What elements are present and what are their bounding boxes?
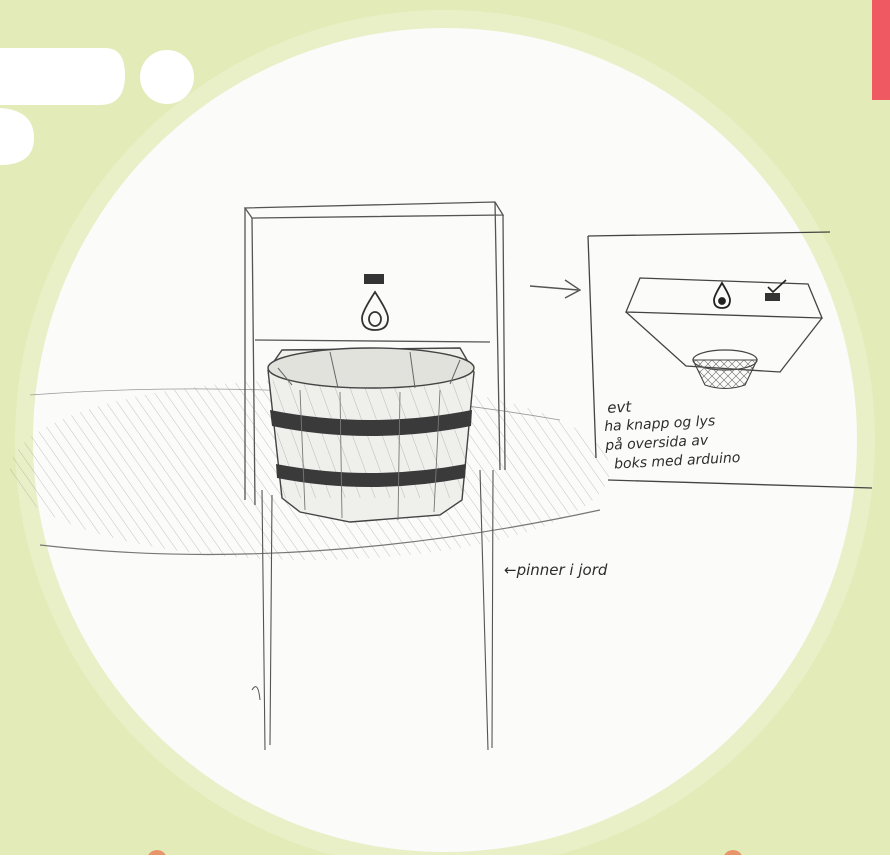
indicator-light <box>364 274 384 284</box>
note-line-1: evt <box>607 398 633 417</box>
red-accent <box>872 0 890 100</box>
wooden-bucket <box>268 348 475 522</box>
legs-note: ←pinner i jord <box>504 561 608 579</box>
